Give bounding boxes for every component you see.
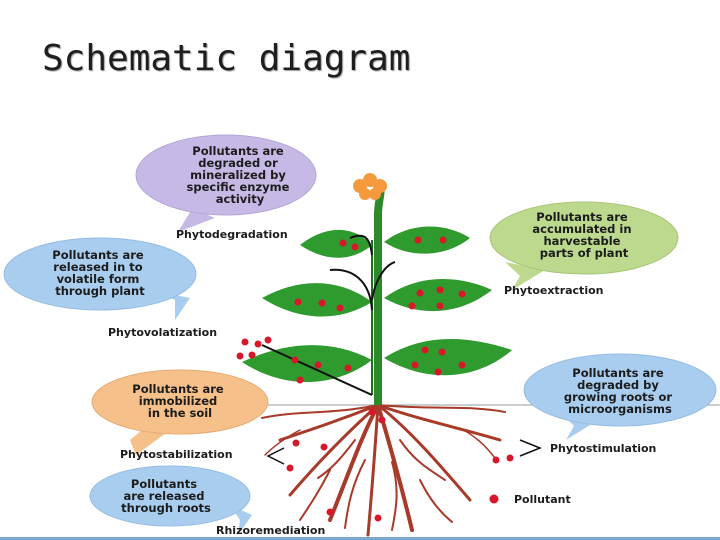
svg-text:Pollutants are degraded: Pollutants are degraded by growing roots…: [564, 366, 676, 416]
bubble-phytoextraction-line: parts of plant: [540, 246, 629, 260]
bubble-phytostimulation-line: microorganisms: [568, 402, 672, 416]
slide-bottom-bar: [0, 537, 720, 540]
bubble-phytoextraction-line: Pollutants are: [536, 210, 628, 224]
svg-text:Pollutants are released: Pollutants are released through roots: [121, 477, 211, 515]
bubble-phytoextraction-line: accumulated in: [532, 222, 631, 236]
label-phytostabilization: Phytostabilization: [120, 448, 233, 461]
transport-arrows: [261, 234, 396, 396]
bubble-phytostimulation-line: Pollutants are: [572, 366, 664, 380]
bubble-phytodegradation-line: Pollutants are: [192, 144, 284, 158]
bubble-phytodegradation-line: degraded or: [198, 156, 278, 170]
svg-text:Pollutants are immobiliz: Pollutants are immobilized in the soil: [132, 382, 227, 420]
leaf-middle-left: [262, 283, 372, 317]
bubble-phytodegradation-line: specific enzyme: [187, 180, 290, 194]
svg-text:Pollutants are degraded: Pollutants are degraded or mineralized b…: [187, 144, 294, 206]
bubble-phytovolatization: Pollutants are released in to volatile f…: [3, 237, 197, 320]
label-phytoextraction: Phytoextraction: [504, 284, 603, 297]
leaf-lower-right: [384, 338, 512, 376]
leaf-upper-left: [300, 229, 372, 258]
legend-pollutant: Pollutant: [489, 493, 571, 506]
legend-pollutant-label: Pollutant: [514, 493, 571, 506]
bubble-phytovolatization-line: released in to: [53, 260, 142, 274]
bubble-phytostimulation-line: growing roots or: [564, 390, 673, 404]
bubble-phytostabilization-line: Pollutants are: [132, 382, 224, 396]
svg-text:Pollutants are accumulat: Pollutants are accumulated in harvestabl…: [532, 210, 635, 260]
label-rhizoremediation: Rhizoremediation: [216, 524, 325, 537]
bubble-phytostimulation-line: degraded by: [577, 378, 659, 392]
flower: [353, 173, 387, 200]
bubble-phytostabilization-line: in the soil: [148, 406, 212, 420]
pollutant-dots: [236, 236, 514, 522]
bubble-phytostimulation: Pollutants are degraded by growing roots…: [523, 353, 717, 440]
bubble-phytodegradation: Pollutants are degraded or mineralized b…: [135, 134, 317, 232]
bubble-phytovolatization-line: Pollutants are: [52, 248, 144, 262]
leaves: [242, 226, 512, 383]
roots: [261, 403, 506, 537]
bubble-phytovolatization-line: through plant: [55, 284, 145, 298]
page-title: Schematic diagram: [42, 38, 411, 79]
bubble-phytodegradation-line: mineralized by: [190, 168, 286, 182]
leaf-lower-left: [242, 345, 372, 383]
svg-text:Pollutants are released: Pollutants are released in to volatile f…: [52, 248, 147, 298]
bubble-phytoextraction-line: harvestable: [543, 234, 620, 248]
legend-pollutant-swatch: [489, 494, 499, 504]
bubble-rhizoremediation-line: Pollutants: [131, 477, 197, 491]
bubble-phytoextraction: Pollutants are accumulated in harvestabl…: [489, 201, 679, 290]
bubble-rhizoremediation-line: through roots: [121, 501, 211, 515]
bubble-rhizoremediation-line: are released: [123, 489, 204, 503]
bubble-rhizoremediation: Pollutants are released through roots: [89, 465, 252, 535]
bubble-phytovolatization-line: volatile form: [57, 272, 140, 286]
label-phytovolatization: Phytovolatization: [108, 326, 217, 339]
label-phytodegradation: Phytodegradation: [176, 228, 288, 241]
bubble-phytostabilization-line: immobilized: [139, 394, 218, 408]
bubble-phytodegradation-line: activity: [216, 192, 265, 206]
bubble-phytostabilization: Pollutants are immobilized in the soil: [91, 369, 269, 455]
label-phytostimulation: Phytostimulation: [550, 442, 656, 455]
leaf-upper-right: [384, 226, 470, 254]
brackets: [266, 439, 543, 465]
